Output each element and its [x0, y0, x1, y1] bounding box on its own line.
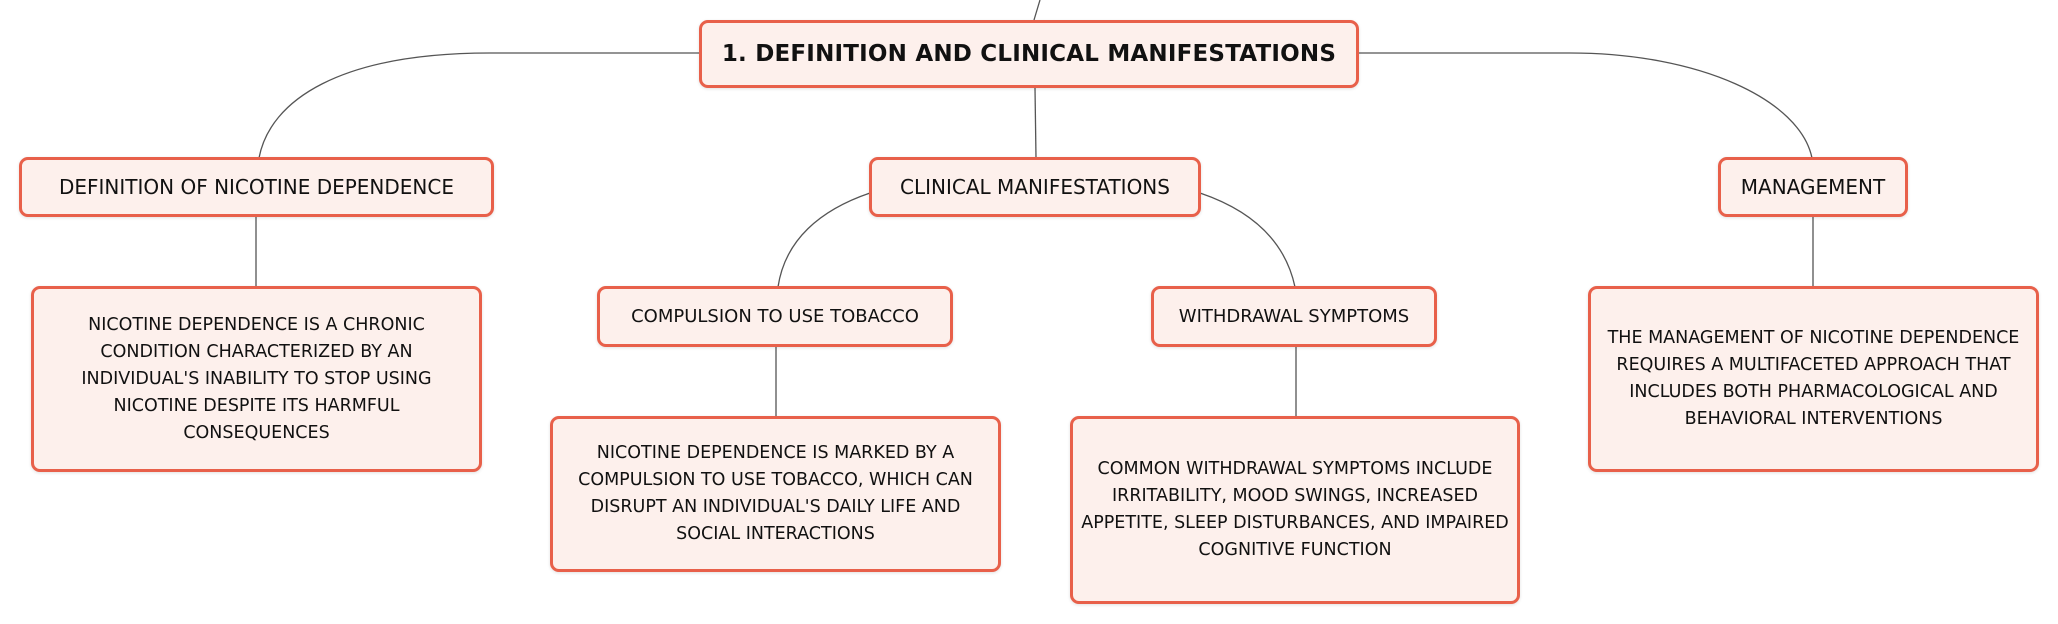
withdrawal-node-label: WITHDRAWAL SYMPTOMS [1178, 306, 1410, 327]
compulsion-node-label: COMPULSION TO USE TOBACCO [631, 306, 919, 327]
withdrawal-node[interactable]: WITHDRAWAL SYMPTOMS [1151, 286, 1437, 347]
connector-to-parent [1033, 0, 1041, 21]
definition-node-label: DEFINITION OF NICOTINE DEPENDENCE [58, 175, 454, 199]
connector-root-definition [258, 52, 700, 159]
definition-detail-text: NICOTINE DEPENDENCE IS A CHRONIC CONDITI… [81, 314, 432, 443]
management-detail-node[interactable]: THE MANAGEMENT OF NICOTINE DEPENDENCE RE… [1588, 286, 2039, 472]
root-node-label: 1. DEFINITION AND CLINICAL MANIFESTATION… [721, 41, 1337, 67]
connector-clinical-compulsion [777, 192, 871, 288]
definition-detail-node[interactable]: NICOTINE DEPENDENCE IS A CHRONIC CONDITI… [31, 286, 482, 472]
withdrawal-detail-text: COMMON WITHDRAWAL SYMPTOMS INCLUDE IRRIT… [1081, 459, 1509, 560]
compulsion-detail-text: NICOTINE DEPENDENCE IS MARKED BY A COMPU… [578, 443, 973, 544]
connector-clinical-withdrawal [1199, 192, 1296, 288]
clinical-manifestations-node-label: CLINICAL MANIFESTATIONS [900, 175, 1170, 199]
withdrawal-detail-node[interactable]: COMMON WITHDRAWAL SYMPTOMS INCLUDE IRRIT… [1070, 416, 1520, 604]
compulsion-detail-node[interactable]: NICOTINE DEPENDENCE IS MARKED BY A COMPU… [550, 416, 1001, 572]
management-node[interactable]: MANAGEMENT [1718, 157, 1908, 217]
connector-root-clinical [1034, 87, 1037, 159]
management-node-label: MANAGEMENT [1740, 175, 1886, 199]
connector-root-management [1358, 52, 1813, 159]
management-detail-text: THE MANAGEMENT OF NICOTINE DEPENDENCE RE… [1607, 328, 2020, 429]
definition-node[interactable]: DEFINITION OF NICOTINE DEPENDENCE [19, 157, 494, 217]
compulsion-node[interactable]: COMPULSION TO USE TOBACCO [597, 286, 953, 347]
clinical-manifestations-node[interactable]: CLINICAL MANIFESTATIONS [869, 157, 1201, 217]
root-node[interactable]: 1. DEFINITION AND CLINICAL MANIFESTATION… [699, 20, 1359, 88]
